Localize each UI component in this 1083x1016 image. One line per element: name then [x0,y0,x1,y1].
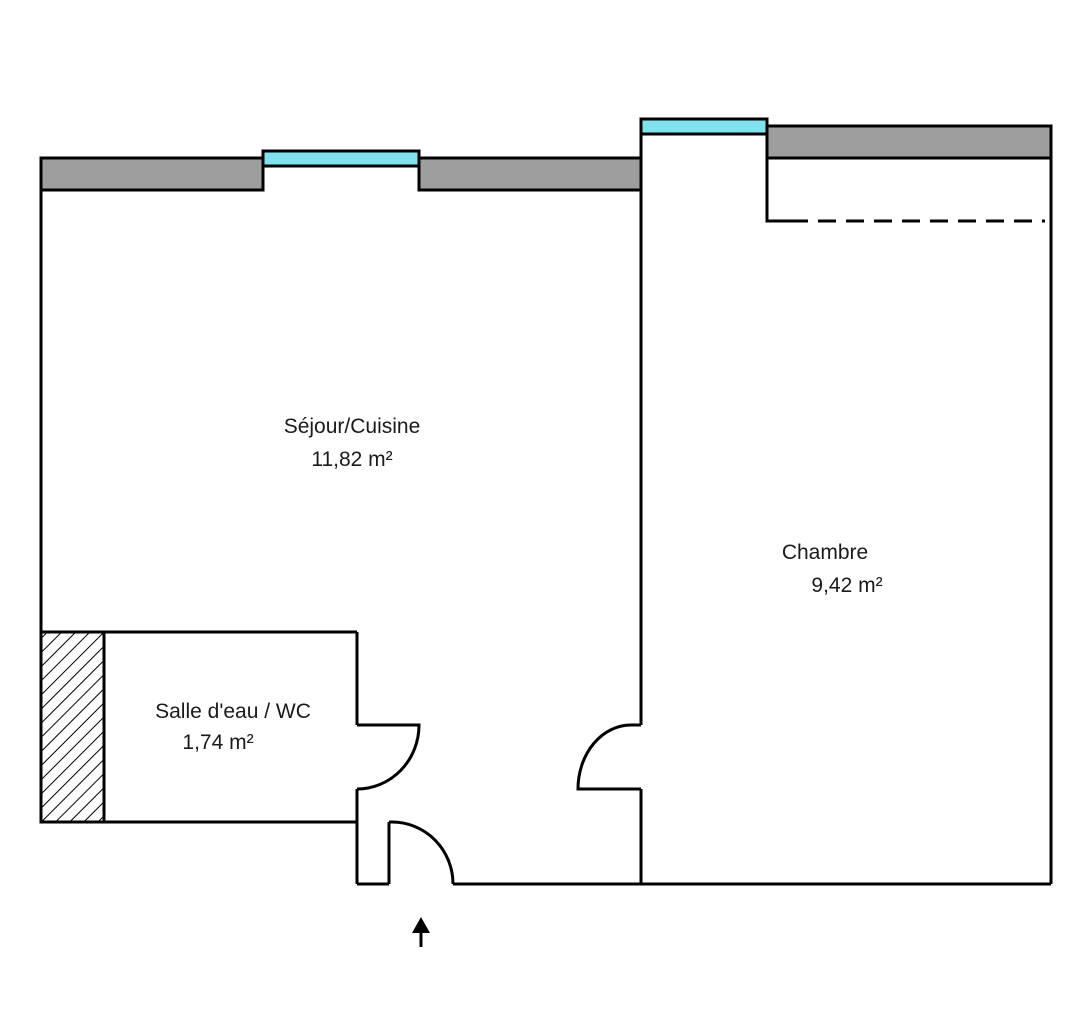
sejour-area: 11,82 m² [311,448,392,471]
window-living-room [261,149,421,168]
hatched-closet [39,630,106,824]
chambre-area: 9,42 m² [811,574,882,597]
salle-eau-area: 1,74 m² [182,731,253,754]
bathroom-door-swing [356,723,421,791]
exterior-wall-bedroom [765,124,1053,160]
window-bedroom [639,117,769,136]
entrance-door-swing [389,820,455,885]
closet-wall [765,158,790,223]
chambre-name: Chambre [782,541,868,564]
sejour-name: Séjour/Cuisine [284,415,421,438]
exterior-wall-left [39,156,265,192]
arrow-up-icon [412,917,430,947]
bedroom-door-swing [576,723,641,791]
exterior-wall-middle [417,156,643,192]
salle-eau-name: Salle d'eau / WC [155,700,311,723]
